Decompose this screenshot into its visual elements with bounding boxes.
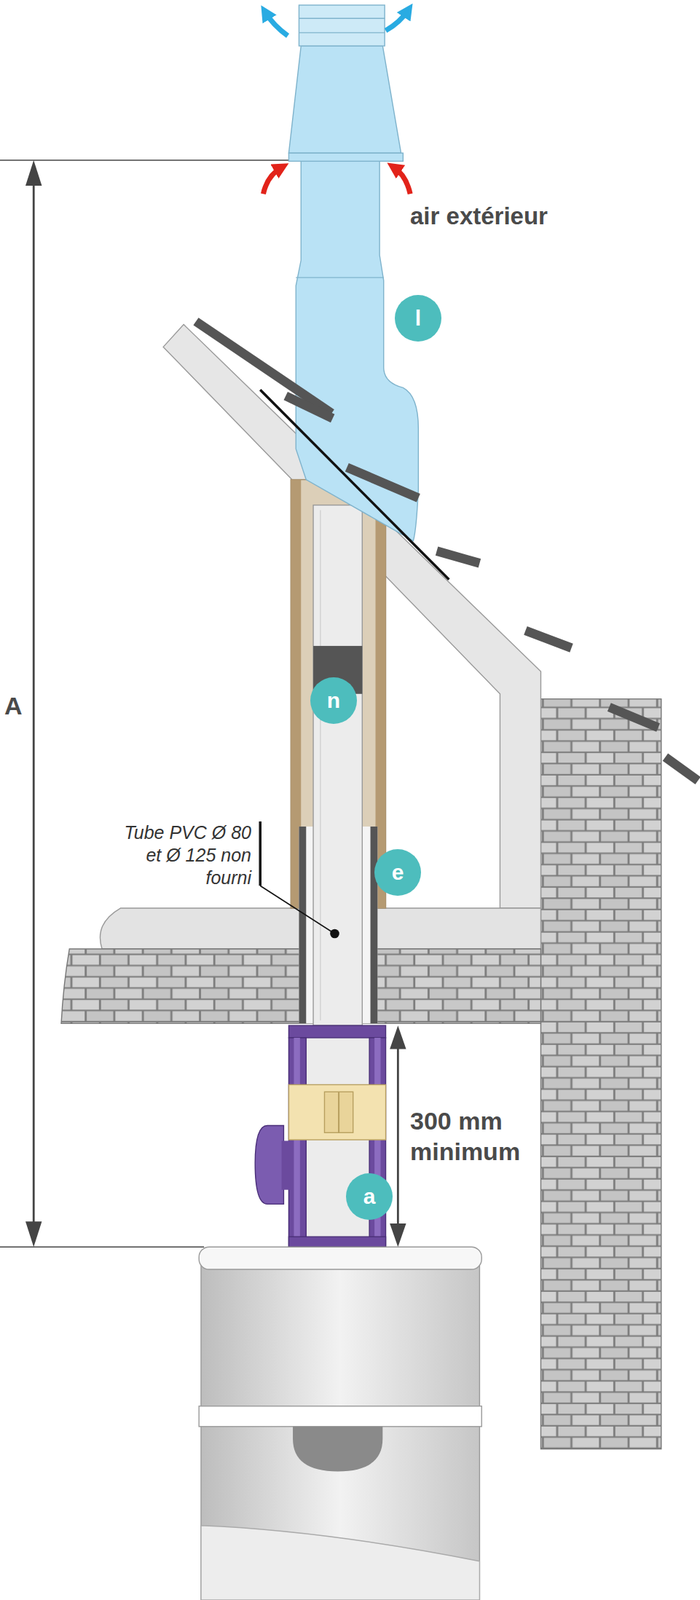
roof-terminal: [298, 18, 385, 19]
dimension-lines: [25, 1221, 42, 1248]
roof-terminal: [298, 32, 385, 33]
boiler: [198, 1247, 482, 1600]
inner-pipe: [319, 510, 321, 1022]
roof-terminal: [288, 5, 419, 542]
pvc-tube: [298, 826, 306, 1024]
pvc-tube: [370, 826, 379, 1024]
boiler: [198, 1406, 482, 1427]
dimension-label: 300 mm minimum: [410, 1105, 571, 1167]
boiler-adapter: [254, 1125, 284, 1205]
roof-tiles: [195, 321, 332, 414]
airflow-arrows: [386, 10, 409, 31]
boiler-adapter: [288, 1084, 386, 1140]
note-text: Tube PVC Ø 80 et Ø 125 non fourni: [112, 821, 252, 890]
roof-tiles: [525, 630, 572, 649]
boiler: [292, 1426, 383, 1473]
airflow-arrows: [262, 167, 282, 194]
callout-number: n: [310, 677, 357, 725]
leader-line: [260, 821, 340, 939]
dimension-lines: [0, 159, 289, 161]
dimension-lines: [0, 1247, 204, 1248]
inner-pipe: [313, 505, 363, 1027]
roof-tiles: [195, 321, 698, 781]
roof-tiles: [285, 396, 333, 419]
roof-tiles: [608, 707, 658, 728]
roof-terminal: [295, 160, 419, 542]
boiler-adapter: [281, 1140, 292, 1190]
boiler: [201, 1263, 480, 1600]
airflow-arrows: [265, 12, 288, 36]
boiler-adapter: [337, 1091, 340, 1133]
callout-number: a: [345, 1173, 393, 1221]
airflow-arrows: [262, 10, 411, 194]
roof-terminal: [288, 45, 401, 153]
boiler-adapter: [288, 1037, 306, 1248]
roof-tiles: [346, 467, 419, 499]
dimension-lines: [389, 1223, 406, 1248]
callout-number: l: [394, 295, 442, 342]
leader-line: [260, 885, 335, 934]
roof-terminal: [288, 152, 403, 161]
boiler: [201, 1526, 480, 1600]
roof-terminal: [298, 5, 385, 46]
boiler-adapter: [288, 1025, 386, 1038]
brick-wall: [540, 699, 661, 1450]
callout-number: e: [374, 849, 422, 896]
dimension-label: A: [4, 691, 23, 721]
boiler-adapter: [293, 1037, 300, 1248]
airflow-arrows: [394, 167, 411, 194]
boiler-adapter: [324, 1091, 353, 1133]
brick-wall: [540, 699, 661, 1450]
inner-pipe: [313, 505, 363, 1027]
dimension-lines: [389, 1025, 406, 1049]
roof-tiles: [665, 757, 698, 781]
dimension-lines: [25, 160, 42, 186]
boiler-adapter: [288, 1236, 386, 1248]
dimension-lines: [396, 1040, 400, 1233]
roof-terminal: [295, 276, 384, 278]
leader-line: [329, 929, 340, 939]
roof-tiles: [437, 551, 481, 564]
dimension-lines: [32, 178, 35, 1230]
leader-line: [258, 821, 262, 886]
boiler: [198, 1247, 482, 1270]
air-label: air extérieur: [410, 202, 548, 231]
roof-tiles: [260, 389, 449, 580]
